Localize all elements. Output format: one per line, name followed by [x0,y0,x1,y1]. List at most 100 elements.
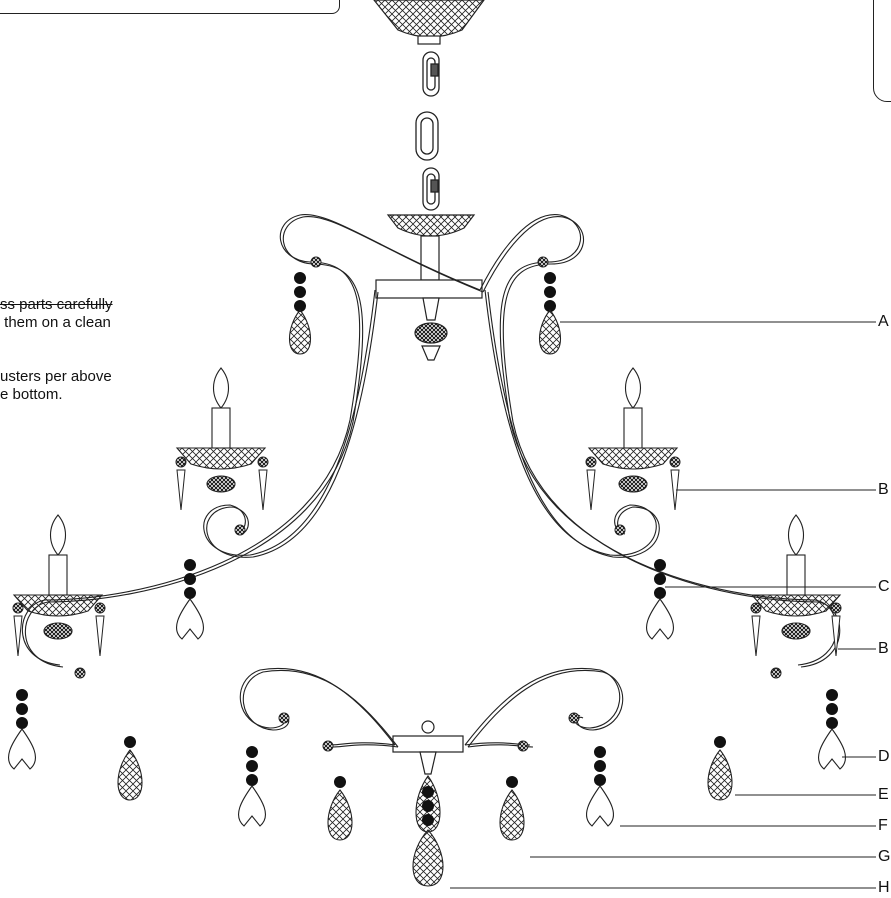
octagon-bead [422,814,434,826]
octagon-bead [184,573,196,585]
octagon-bead [714,736,726,748]
rosette [568,712,580,724]
bobeche [750,594,842,640]
instruction-text-line-3: usters per above [0,368,112,385]
leaf-crystal [176,598,204,640]
octagon-bead [184,587,196,599]
bobeche [175,447,267,493]
octagon-bead [246,746,258,758]
leaf-crystal [586,785,614,827]
prism-drop [257,456,269,511]
pear-drop [499,789,525,841]
arm-line [464,668,621,746]
pear-crystal [499,789,525,841]
octagon-bead [544,286,556,298]
bobeche [587,447,679,493]
callout-label: B [878,481,889,498]
candle [48,514,68,596]
candle-sleeve [623,407,643,449]
rosette [234,524,246,536]
prism-drop [669,456,681,511]
pear-drop [538,309,562,355]
pear-drop [327,789,353,841]
leaf-drop [586,785,614,827]
prism-drop [12,602,24,657]
rosette [517,740,529,752]
rosette [310,256,322,268]
bobeche [12,594,104,640]
prism-bead [669,456,681,468]
chain [415,51,440,211]
instruction-text-line-1: ss parts carefully [0,296,113,313]
prism-drop [750,602,762,657]
arm-line-inner [467,670,624,748]
pear-drop [412,829,444,887]
bobeche-cup [12,594,104,617]
pear-crystal [707,749,733,801]
octagon-bead [594,746,606,758]
prism [95,615,105,657]
leaf-crystal [8,728,36,770]
arm-line-inner [467,744,534,748]
bobeche-cup [750,594,842,617]
arm-line-inner [206,291,379,558]
octagon-bead [506,776,518,788]
bobeche-bead [781,622,811,640]
leaf-drop [818,728,846,770]
candle-bulb [49,514,67,556]
arm-line [239,668,396,746]
lower-hub [392,720,464,775]
octagon-bead [654,559,666,571]
prism-bead [257,456,269,468]
pear-crystal [117,749,143,801]
rosette [770,667,782,679]
octagon-bead [654,573,666,585]
leaf-drop [8,728,36,770]
callout-label: E [878,786,889,803]
octagon-bead [16,717,28,729]
bobeche-bead [618,475,648,493]
octagon-bead [422,786,434,798]
rosette [322,740,334,752]
octagon-bead [594,774,606,786]
octagon-bead [184,559,196,571]
leaf-crystal [238,785,266,827]
prism-bead [12,602,24,614]
octagon-bead [594,760,606,772]
callout-label: G [878,848,891,865]
rosette [537,256,549,268]
candle-sleeve [48,554,68,596]
prism-bead [175,456,187,468]
octagon-bead [294,272,306,284]
octagon-bead [422,800,434,812]
octagon-bead [16,689,28,701]
prism [831,615,841,657]
octagon-bead [246,774,258,786]
octagon-bead [654,587,666,599]
candle-bulb [787,514,805,556]
candle [786,514,806,596]
callout-label: A [878,313,889,330]
leaf-drop [176,598,204,640]
arm-line [484,289,657,556]
pear-crystal [538,309,562,355]
arm-line-inner [487,291,660,558]
prism-drop [175,456,187,511]
leaf-drop [238,785,266,827]
prism-bead [830,602,842,614]
rosette [614,524,626,536]
prism [13,615,23,657]
prism [258,469,268,511]
octagon-bead [334,776,346,788]
octagon-bead [294,286,306,298]
callout-label: H [878,879,890,896]
bobeche-cup [587,447,679,470]
callout-label: C [878,578,890,595]
prism-drop [585,456,597,511]
prism [751,615,761,657]
candle-sleeve [211,407,231,449]
rosette [74,667,86,679]
pear-crystal [412,829,444,887]
pear-crystal [288,309,312,355]
